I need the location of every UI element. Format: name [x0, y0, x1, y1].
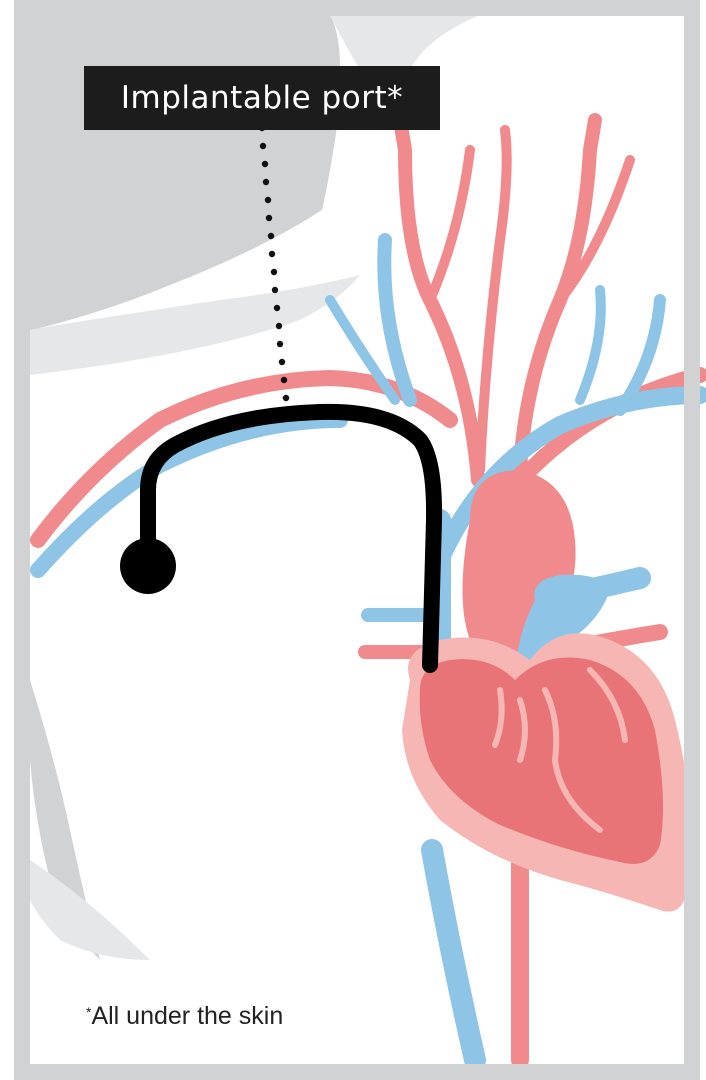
port-label: Implantable port* — [84, 66, 440, 130]
footnote: *All under the skin — [86, 1002, 283, 1031]
footnote-marker: * — [86, 1004, 91, 1020]
footnote-text: All under the skin — [91, 1002, 283, 1030]
port-reservoir — [120, 538, 176, 594]
